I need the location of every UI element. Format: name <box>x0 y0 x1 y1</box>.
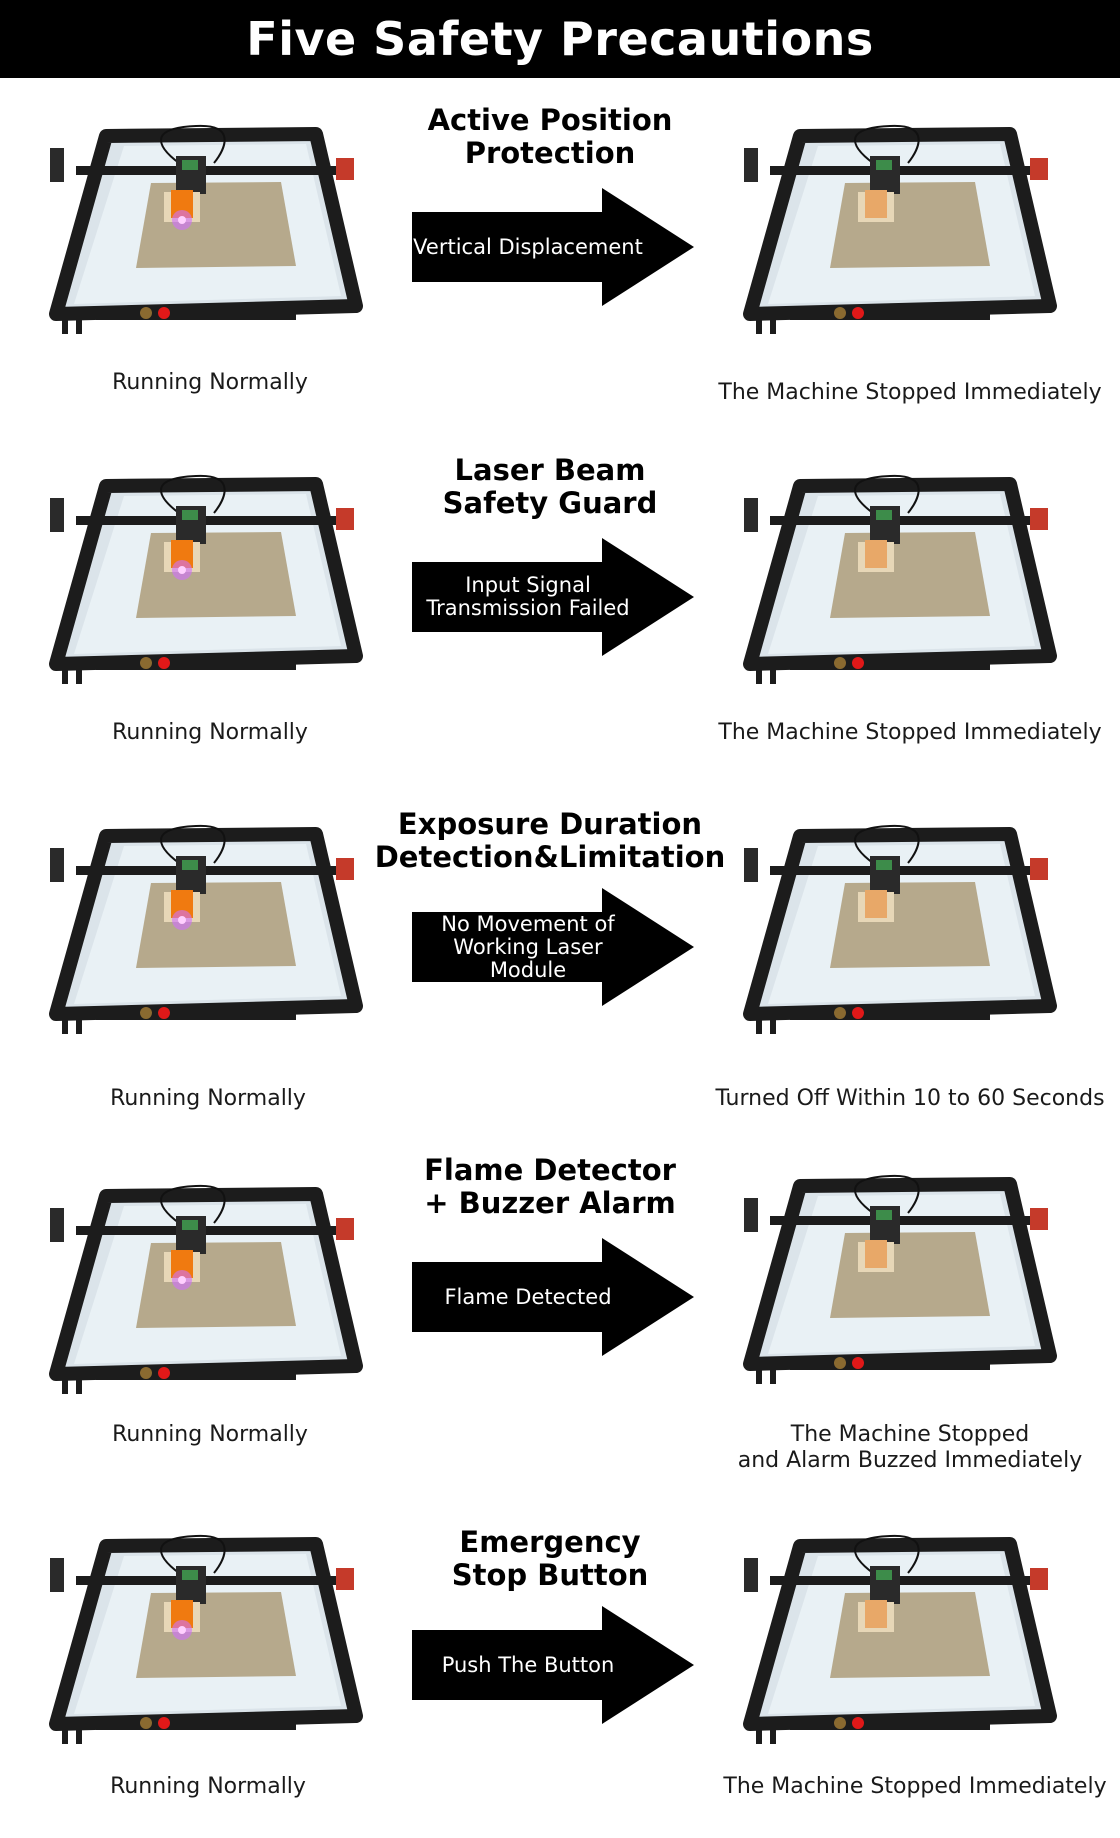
machine-running-image <box>36 108 376 368</box>
feature-title: Flame Detector + Buzzer Alarm <box>424 1153 676 1220</box>
machine-stopped-image <box>730 808 1070 1068</box>
arrow-label: Input Signal Transmission Failed <box>426 573 630 620</box>
machine-stopped-image <box>730 1518 1070 1778</box>
precaution-row-5: Running Normally Emergency Stop Button P… <box>0 1488 1120 1838</box>
after-caption: Turned Off Within 10 to 60 Seconds <box>715 1086 1105 1111</box>
feature-title: Laser Beam Safety Guard <box>442 453 658 520</box>
before-caption: Running Normally <box>112 370 308 395</box>
precaution-row-1: Running Normally Active Position Protect… <box>0 88 1120 438</box>
machine-running-image <box>36 458 376 718</box>
before-caption: Running Normally <box>110 1086 306 1111</box>
transition-arrow: Vertical Displacement <box>412 188 694 306</box>
machine-running-image <box>36 1168 376 1428</box>
arrow-label: No Movement of Working Laser Module <box>441 911 615 982</box>
feature-title: Active Position Protection <box>427 103 673 170</box>
arrow-label: Push The Button <box>441 1652 615 1677</box>
header-banner: Five Safety Precautions <box>0 0 1120 78</box>
before-caption: Running Normally <box>112 720 308 745</box>
machine-stopped-image <box>730 108 1070 368</box>
machine-stopped-image <box>730 1158 1070 1418</box>
after-caption: The Machine Stopped Immediately <box>718 380 1102 405</box>
page-title: Five Safety Precautions <box>246 12 874 66</box>
machine-stopped-image <box>730 458 1070 718</box>
before-caption: Running Normally <box>112 1422 308 1447</box>
transition-arrow: No Movement of Working Laser Module <box>412 888 694 1006</box>
arrow-label: Flame Detected <box>444 1284 612 1309</box>
after-caption: The Machine Stopped Immediately <box>718 720 1102 745</box>
precaution-row-3: Running Normally Exposure Duration Detec… <box>0 788 1120 1138</box>
before-caption: Running Normally <box>110 1774 306 1799</box>
arrow-label: Vertical Displacement <box>413 234 643 259</box>
transition-arrow: Input Signal Transmission Failed <box>412 538 694 656</box>
transition-arrow: Push The Button <box>412 1606 694 1724</box>
precaution-row-2: Running Normally Laser Beam Safety Guard… <box>0 438 1120 788</box>
machine-running-image <box>36 1518 376 1778</box>
feature-title: Emergency Stop Button <box>451 1525 649 1592</box>
after-caption: The Machine Stopped and Alarm Buzzed Imm… <box>737 1422 1083 1473</box>
precaution-row-4: Running Normally Flame Detector + Buzzer… <box>0 1138 1120 1488</box>
after-caption: The Machine Stopped Immediately <box>723 1774 1107 1799</box>
feature-title: Exposure Duration Detection&Limitation <box>374 807 726 874</box>
machine-running-image <box>36 808 376 1068</box>
transition-arrow: Flame Detected <box>412 1238 694 1356</box>
